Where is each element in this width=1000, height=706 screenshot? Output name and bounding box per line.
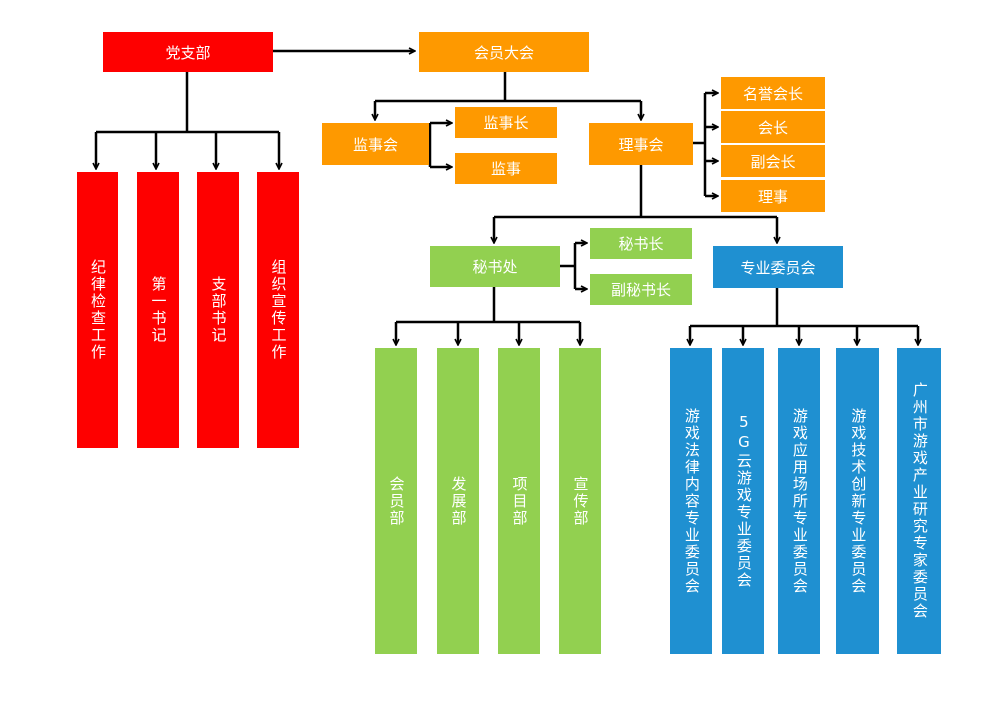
party-child-node: 纪律检查工作 [77, 172, 118, 448]
party-child-node: 支部书记 [197, 172, 239, 448]
supervisory-label: 监事会 [352, 135, 398, 154]
department-label: 项目部 [510, 475, 529, 527]
secretariat-role-node: 副秘书长 [590, 274, 692, 305]
committee-child-node: 广州市游戏产业研究专家委员会 [897, 348, 941, 654]
party-child-label: 纪律检查工作 [89, 259, 107, 361]
department-label: 会员部 [387, 475, 406, 527]
department-label: 宣传部 [571, 475, 590, 527]
secretariat-role-label: 秘书长 [618, 235, 664, 253]
secretariat-label: 秘书处 [472, 258, 518, 276]
supervisory-child-label: 监事 [490, 160, 521, 178]
council-child-node: 理事 [721, 180, 825, 212]
department-label: 发展部 [449, 475, 468, 527]
committee-child-label: 游戏法律内容专业委员会 [682, 407, 701, 595]
council-child-label: 理事 [757, 187, 788, 206]
committee-label: 专业委员会 [740, 258, 816, 277]
council-label: 理事会 [618, 135, 664, 154]
department-node: 会员部 [375, 348, 417, 654]
party-child-label: 第一书记 [149, 276, 168, 344]
party-child-node: 第一书记 [137, 172, 179, 448]
committee-child-node: 游戏应用场所专业委员会 [778, 348, 820, 654]
secretariat-role-node: 秘书长 [590, 228, 692, 259]
assembly-node: 会员大会 [419, 32, 589, 72]
committee-node: 专业委员会 [713, 246, 843, 288]
supervisory-node: 监事会 [322, 123, 429, 165]
secretariat-node: 秘书处 [430, 246, 560, 287]
department-node: 宣传部 [559, 348, 601, 654]
committee-child-label: 游戏技术创新专业委员会 [849, 407, 868, 595]
supervisory-child-node: 监事 [455, 153, 557, 184]
council-child-node: 会长 [721, 111, 825, 143]
council-node: 理事会 [589, 123, 693, 165]
committee-child-node: 游戏技术创新专业委员会 [836, 348, 879, 654]
council-child-node: 副会长 [721, 145, 825, 177]
party-branch-node: 党支部 [103, 32, 273, 72]
committee-child-node: 5G云游戏专业委员会 [722, 348, 764, 654]
committee-child-label: 广州市游戏产业研究专家委员会 [910, 382, 929, 620]
department-node: 发展部 [437, 348, 479, 654]
department-node: 项目部 [498, 348, 540, 654]
party-child-node: 组织宣传工作 [257, 172, 299, 448]
party-child-label: 组织宣传工作 [269, 259, 288, 361]
council-child-label: 会长 [757, 118, 788, 137]
supervisory-child-node: 监事长 [455, 107, 557, 138]
secretariat-role-label: 副秘书长 [610, 281, 671, 299]
council-child-node: 名誉会长 [721, 77, 825, 109]
council-child-label: 副会长 [750, 152, 796, 171]
committee-child-label: 游戏应用场所专业委员会 [790, 407, 809, 595]
assembly-label: 会员大会 [473, 43, 534, 62]
committee-child-node: 游戏法律内容专业委员会 [670, 348, 712, 654]
supervisory-child-label: 监事长 [483, 114, 529, 132]
party-child-label: 支部书记 [209, 276, 228, 344]
party-branch-label: 党支部 [165, 43, 211, 62]
committee-child-label: 5G云游戏专业委员会 [734, 413, 753, 589]
council-child-label: 名誉会长 [742, 84, 803, 103]
